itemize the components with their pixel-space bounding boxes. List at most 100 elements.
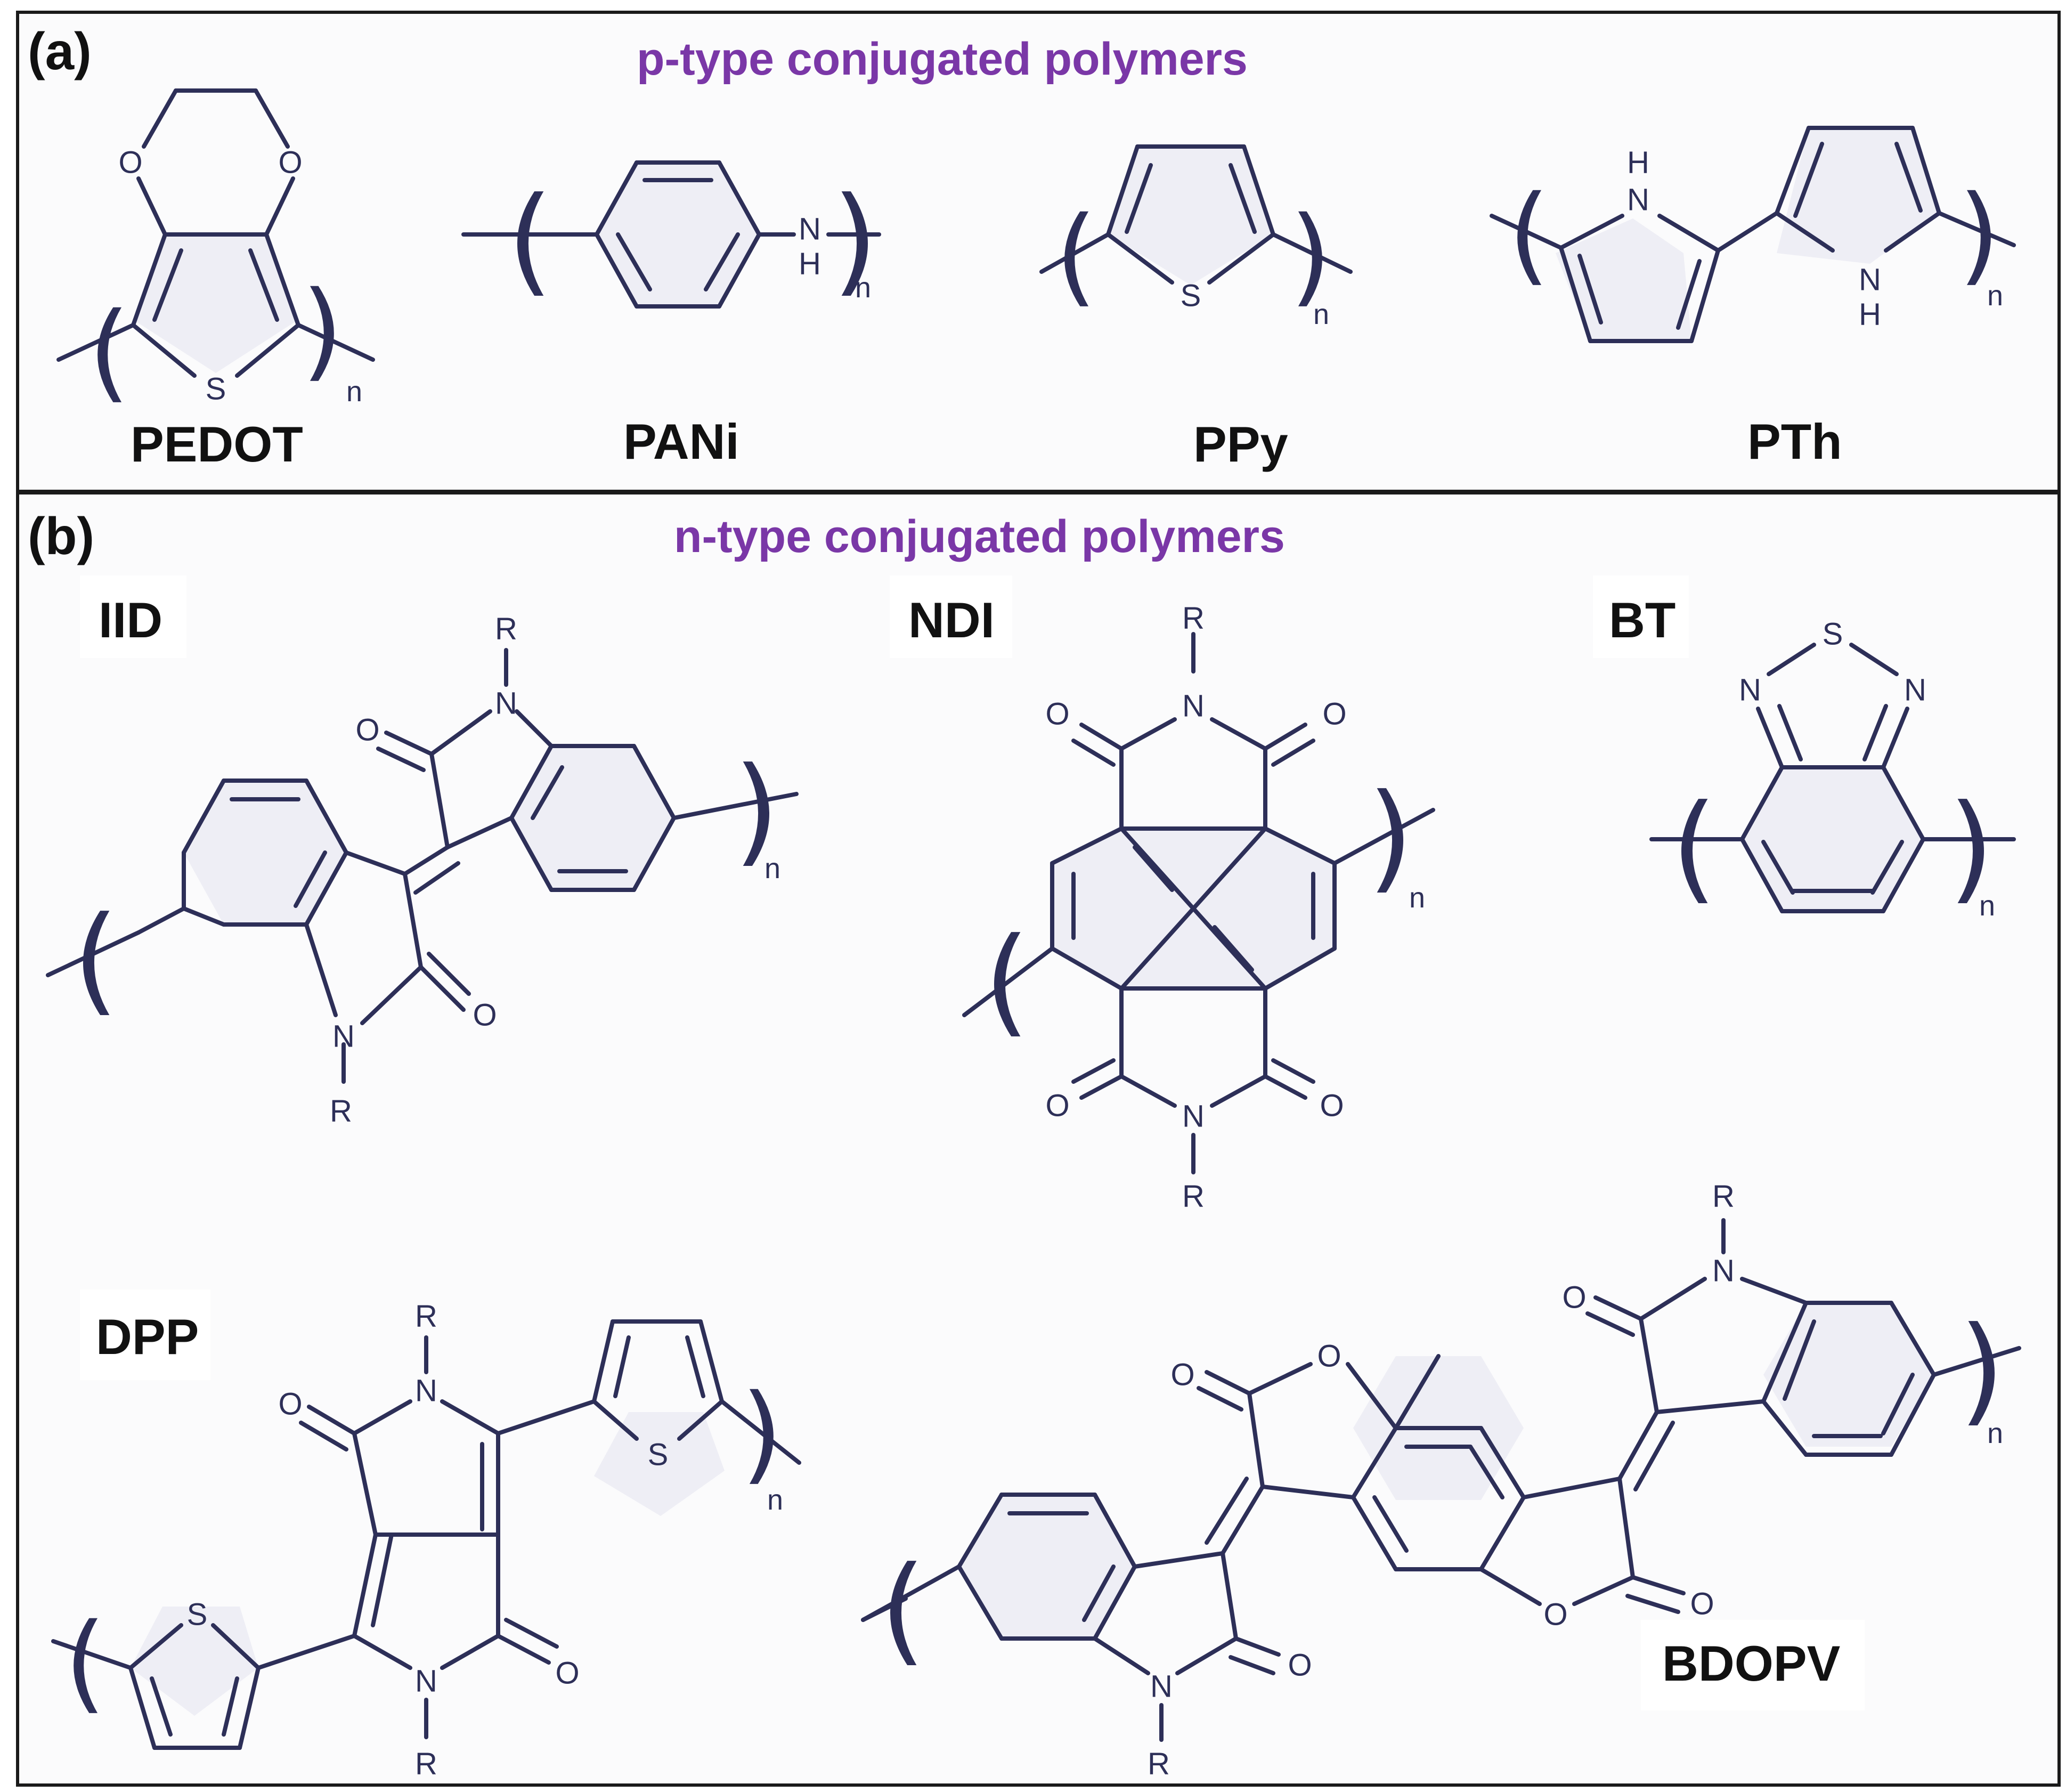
ppy-s: S [1181,279,1201,313]
label-pani: PANi [623,413,739,469]
bdopv-r-left: R [1148,1747,1170,1781]
pth-n2: N [1859,263,1881,297]
iid-o-upper: O [355,713,379,748]
ndi-paren-left: ( [984,912,1030,1049]
panel-b-title: n-type conjugated polymers [674,511,1285,562]
pth-repeat: n [1987,280,2003,312]
pth-n1: N [1627,183,1649,217]
label-box-bt [1593,575,1689,658]
iid-paren-right: ) [734,742,779,878]
label-box-ndi [890,575,1012,658]
pth-h1: H [1627,145,1649,180]
bt-structure: S N N ( ) n [1649,617,2016,922]
iid-n-lower: N [332,1019,355,1054]
ppy-paren-right: ) [1290,194,1331,318]
bdopv-o-carbonyl-br: O [1690,1587,1714,1621]
label-box-bdopv [1641,1620,1865,1710]
bt-paren-left: ( [1671,779,1717,915]
iid-structure: N R O O N R [46,612,799,1129]
dpp-n-top: N [415,1374,437,1408]
dpp-n-bottom: N [415,1664,437,1699]
bt-repeat: n [1979,890,1995,922]
pani-paren-left: ( [507,172,553,308]
iid-r-upper: R [495,612,517,646]
panel-a-letter: (a) [28,22,92,80]
ndi-paren-right: ) [1368,768,1413,905]
iid-n-upper: N [495,686,517,721]
iid-repeat: n [764,853,780,885]
dpp-o-br: O [555,1656,579,1691]
bt-paren-right: ) [1948,779,1994,915]
label-pth: PTh [1747,413,1842,469]
bdopv-repeat: n [1987,1417,2003,1449]
bdopv-r-right: R [1712,1179,1735,1214]
pedot-paren-left: ( [88,290,130,414]
ndi-r-top: R [1182,601,1205,636]
dpp-structure: S O N R O N R [51,1299,801,1781]
label-iid: IID [99,592,163,648]
ppy-structure: S ( ) n [1039,144,1353,330]
ppy-repeat: n [1313,298,1329,330]
label-bt: BT [1609,592,1676,648]
label-ppy: PPy [1193,416,1288,472]
label-ndi: NDI [908,592,995,648]
label-pedot: PEDOT [131,416,303,472]
panel-b-letter: (b) [28,507,95,565]
bdopv-o-ring-bottom: O [1543,1598,1567,1632]
dpp-r-top: R [415,1299,437,1334]
ppy-paren-left: ( [1055,194,1097,318]
pth-paren-right: ) [1958,173,2000,297]
bdopv-paren-left: ( [880,1541,926,1677]
pedot-o2: O [278,145,302,180]
pani-h: H [799,247,821,281]
bdopv-o-right: O [1562,1280,1586,1315]
pth-h2: H [1859,297,1881,332]
bdopv-o-ring-top: O [1317,1339,1341,1374]
ndi-structure: R N O O [962,601,1435,1214]
pedot-n: n [346,376,362,408]
dpp-repeat: n [767,1484,783,1516]
pedot-s: S [206,372,226,407]
label-bdopv: BDOPV [1662,1635,1841,1691]
dpp-s-left: S [187,1598,208,1632]
ndi-repeat: n [1409,882,1425,914]
dpp-paren-right: ) [741,1372,783,1496]
ndi-n-bottom: N [1182,1099,1205,1134]
pedot-paren-right: ) [302,269,343,393]
ndi-o-br: O [1320,1089,1344,1123]
dpp-o-tl: O [278,1387,302,1422]
label-box-dpp [80,1290,210,1380]
pedot-o1: O [118,145,142,180]
pani-structure: N H ( ) n [461,160,881,309]
pani-paren-right: ) [832,172,878,308]
label-dpp: DPP [96,1309,199,1365]
bdopv-paren-right: ) [1959,1301,2005,1438]
pani-n: N [799,212,821,247]
ndi-n-top: N [1182,689,1205,724]
panel-a-title: p-type conjugated polymers [637,34,1248,85]
pth-paren-left: ( [1508,173,1550,297]
bt-s: S [1823,617,1843,652]
pani-repeat: n [855,272,871,304]
ndi-o-tr: O [1322,697,1346,732]
bdopv-n-left: N [1150,1669,1173,1704]
ndi-o-bl: O [1045,1089,1069,1123]
iid-r-lower: R [330,1094,352,1129]
dpp-s-right: S [648,1438,669,1472]
iid-paren-left: ( [73,891,119,1027]
ndi-o-tl: O [1045,697,1069,732]
bdopv-o-left: O [1288,1648,1312,1683]
bdopv-o-carbonyl-tl: O [1170,1358,1194,1392]
bt-n-right: N [1904,673,1926,708]
bdopv-structure: N R O O O [861,1179,2021,1781]
pth-structure: N H N H ( ) n [1490,126,2016,343]
ndi-r-bottom: R [1182,1179,1205,1214]
dpp-paren-left: ( [64,1601,106,1725]
bdopv-n-right: N [1712,1254,1735,1288]
iid-o-lower: O [473,998,497,1033]
dpp-r-bottom: R [415,1747,437,1781]
pedot-structure: O O S ( ) n [56,88,375,414]
bt-n-left: N [1739,673,1761,708]
